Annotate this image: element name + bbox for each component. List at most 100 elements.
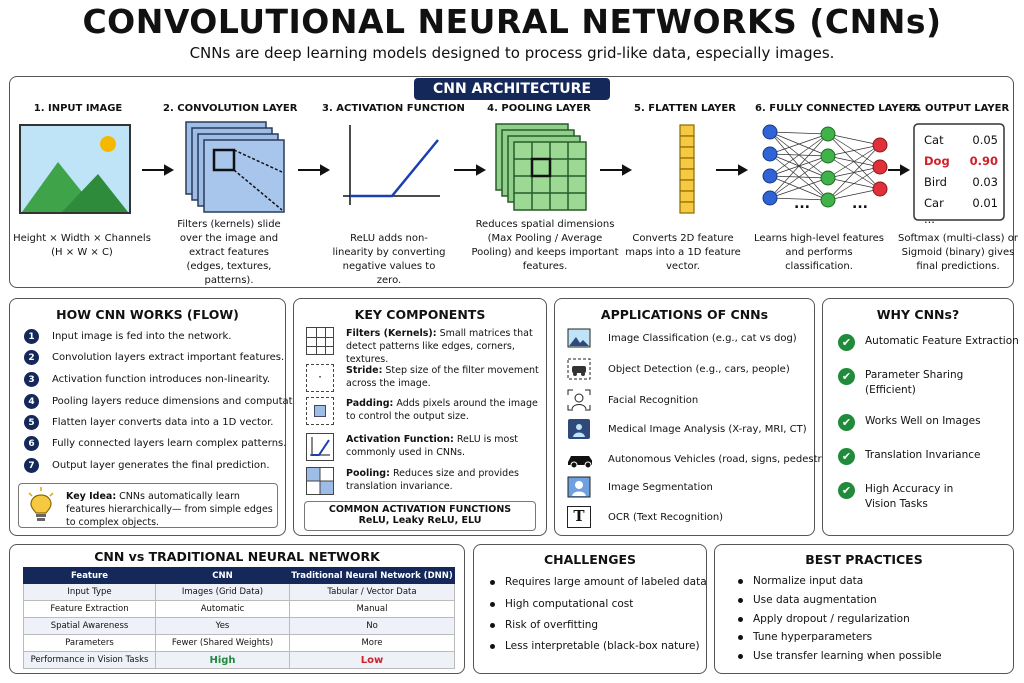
step-number: 4 <box>24 394 39 409</box>
output-value: 0.05 <box>972 133 998 147</box>
flow-panel <box>9 298 286 536</box>
table-cell: Low <box>289 651 455 669</box>
step-text: Flatten layer converts data into a 1D ve… <box>52 417 274 428</box>
ocr-glyph: T <box>567 506 591 528</box>
step-number: 3 <box>24 372 39 387</box>
component-stride: · Stride: Step size of the filter moveme… <box>306 364 540 392</box>
practice-item: Tune hyperparameters <box>738 631 872 643</box>
step-text: Input image is fed into the network. <box>52 331 232 342</box>
common-activation-box: COMMON ACTIVATION FUNCTIONS ReLU, Leaky … <box>304 501 536 531</box>
stage-desc-activation: ReLU adds non-linearity by converting ne… <box>332 233 446 286</box>
stage-title-activation: 3. ACTIVATION FUNCTION <box>322 103 465 114</box>
table-cell: Input Type <box>23 583 156 601</box>
app-image-classification: Image Classification (e.g., cat vs dog) <box>566 327 797 349</box>
why-item: ✔High Accuracy in Vision Tasks <box>838 482 968 512</box>
app-label: Autonomous Vehicles (road, signs, pedest… <box>608 453 846 465</box>
output-label: Dog <box>924 154 950 168</box>
component-desc: Reduces size and provides translation in… <box>346 468 520 492</box>
key-idea-body: CNNs automatically learn features hierar… <box>66 491 273 528</box>
component-name: Stride: <box>346 365 383 376</box>
fc-dots-right: ... <box>852 196 868 212</box>
why-label: Works Well on Images <box>865 415 981 427</box>
stage-desc-flatten: Converts 2D feature maps into a 1D featu… <box>625 233 741 272</box>
table-cell: Spatial Awareness <box>23 617 156 635</box>
relu-graph-icon <box>343 125 440 205</box>
stage-title-output: 7. OUTPUT LAYER <box>910 103 1010 114</box>
why-label: High Accuracy in Vision Tasks <box>865 483 954 510</box>
table-cell: Yes <box>155 617 290 635</box>
output-value: 0.90 <box>969 154 998 168</box>
stride-icon: · <box>306 364 334 392</box>
challenge-item: Risk of overfitting <box>490 619 598 631</box>
stage-title-flatten: 5. FLATTEN LAYER <box>634 103 736 114</box>
pooling-icon <box>306 467 334 495</box>
key-idea-box <box>18 483 278 528</box>
stage-desc-fully-connected: Learns high-level features and performs … <box>753 233 885 272</box>
table-cell: No <box>289 617 455 635</box>
image-icon <box>566 327 592 349</box>
table-cell: Images (Grid Data) <box>155 583 290 601</box>
flow-title: HOW CNN WORKS (FLOW) <box>56 307 239 322</box>
stage-desc-convolution: Filters (kernels) slide over the image a… <box>177 219 281 286</box>
stage-title-fully-connected: 6. FULLY CONNECTED LAYERS <box>755 103 921 114</box>
component-pooling: Pooling: Reduces size and provides trans… <box>306 467 540 495</box>
table-cell: Tabular / Vector Data <box>289 583 455 601</box>
common-activation-list: ReLU, Leaky ReLU, ELU <box>358 515 482 526</box>
check-icon: ✔ <box>838 334 855 351</box>
text-icon: T <box>566 506 592 528</box>
table-cell: Automatic <box>155 600 290 618</box>
face-icon <box>566 389 592 411</box>
practice-item: Apply dropout / regularization <box>738 613 910 625</box>
output-label: Bird <box>924 175 947 189</box>
check-icon: ✔ <box>838 414 855 431</box>
car-icon <box>566 448 592 470</box>
output-more: ... <box>924 212 935 226</box>
table-cell: Performance in Vision Tasks <box>23 651 156 669</box>
architecture-badge: CNN ARCHITECTURE <box>414 78 610 100</box>
component-desc: Small matrices that detect patterns like… <box>346 328 533 365</box>
output-value: 0.01 <box>972 196 998 210</box>
practice-item: Use data augmentation <box>738 594 877 606</box>
stage-desc-pooling: Reduces spatial dimensions (Max Pooling … <box>471 219 619 272</box>
step-number: 5 <box>24 415 39 430</box>
flow-step: 5 Flatten layer converts data into a 1D v… <box>24 415 273 430</box>
stage-desc-output: Softmax (multi-class) or Sigmoid (binary… <box>898 233 1018 272</box>
stage-title-input: 1. INPUT IMAGE <box>33 103 123 114</box>
lightbulb-icon <box>28 487 54 521</box>
table-header-row: Feature CNN Traditional Neural Network (… <box>23 567 455 584</box>
app-label: Medical Image Analysis (X-ray, MRI, CT) <box>608 423 807 435</box>
flow-step: 1 Input image is fed into the network. <box>24 329 231 344</box>
stage-desc-input: Height × Width × Channels (H × W × C) <box>13 233 151 258</box>
applications-panel <box>554 298 815 536</box>
practice-item: Normalize input data <box>738 575 863 587</box>
why-label: Translation Invariance <box>865 449 981 461</box>
convolution-stack-icon <box>185 121 285 213</box>
table-cell: Manual <box>289 600 455 618</box>
table-cell: Fewer (Shared Weights) <box>155 634 290 652</box>
medical-scan-icon <box>566 418 592 440</box>
step-number: 1 <box>24 329 39 344</box>
table-header: CNN <box>155 567 290 584</box>
fc-dots-left: ... <box>794 196 810 212</box>
app-label: Object Detection (e.g., cars, people) <box>608 363 790 375</box>
table-cell: Parameters <box>23 634 156 652</box>
table-header: Feature <box>23 567 156 584</box>
applications-title: APPLICATIONS OF CNNs <box>600 307 769 322</box>
why-label: Automatic Feature Extraction <box>865 335 1019 347</box>
component-filters: Filters (Kernels): Small matrices that d… <box>306 327 540 366</box>
component-desc: Step size of the filter movement across … <box>346 365 539 389</box>
pooling-stack-icon <box>495 123 587 211</box>
app-label: Image Classification (e.g., cat vs dog) <box>608 332 797 344</box>
why-label: Parameter Sharing (Efficient) <box>865 369 964 396</box>
components-title: KEY COMPONENTS <box>354 307 486 322</box>
stage-title-pooling: 4. POOLING LAYER <box>487 103 591 114</box>
activation-graph-icon <box>306 433 334 461</box>
check-icon: ✔ <box>838 368 855 385</box>
